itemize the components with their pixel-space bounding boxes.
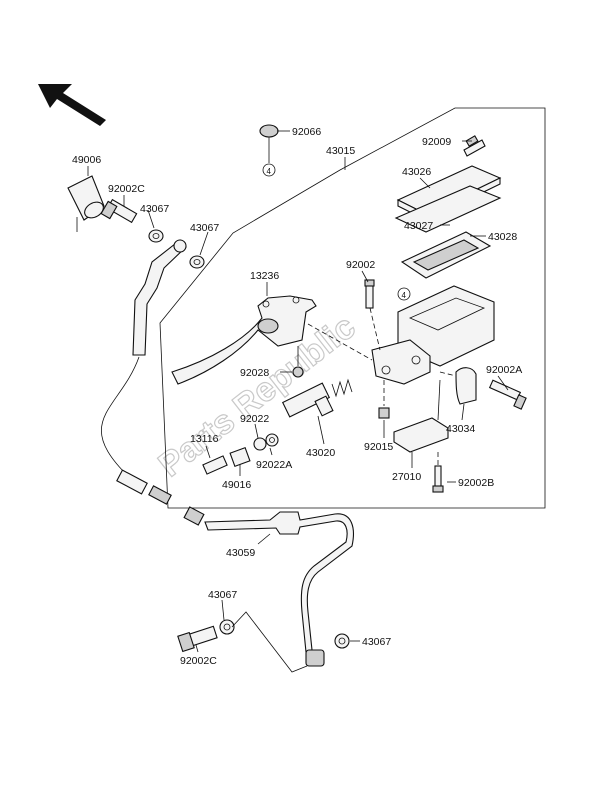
part-master-cylinder-body[interactable] bbox=[371, 285, 495, 385]
part-switch-27010[interactable] bbox=[393, 379, 449, 453]
part-clamp-43034[interactable] bbox=[439, 367, 477, 405]
label-43026: 43026 bbox=[402, 166, 431, 178]
part-washer-43067-c[interactable] bbox=[219, 619, 235, 635]
label-43015: 43015 bbox=[326, 145, 355, 157]
label-92022a: 92022A bbox=[256, 459, 292, 471]
label-92066: 92066 bbox=[292, 126, 321, 138]
label-92002: 92002 bbox=[346, 259, 375, 271]
part-clutch-lever-13236[interactable] bbox=[171, 295, 317, 385]
label-49006: 49006 bbox=[72, 154, 101, 166]
svg-text:4: 4 bbox=[267, 167, 272, 176]
part-diaphragm-43028[interactable] bbox=[400, 231, 492, 279]
part-piston-kit-43020[interactable] bbox=[281, 378, 353, 418]
label-92002c-bottom: 92002C bbox=[180, 655, 217, 667]
part-boot-49016[interactable] bbox=[229, 446, 251, 468]
label-92022: 92022 bbox=[240, 413, 269, 425]
part-clutch-hose-upper[interactable] bbox=[132, 239, 187, 356]
part-nut-92015[interactable] bbox=[378, 407, 390, 419]
label-92002b: 92002B bbox=[458, 477, 494, 489]
svg-text:4: 4 bbox=[402, 291, 407, 300]
label-43028: 43028 bbox=[488, 231, 517, 243]
part-cap-92066[interactable] bbox=[259, 124, 279, 138]
front-direction-arrow-icon bbox=[38, 84, 106, 126]
label-43067-c: 43067 bbox=[208, 589, 237, 601]
part-plate-43027[interactable] bbox=[394, 185, 502, 233]
label-43067-a: 43067 bbox=[140, 203, 169, 215]
label-43067-b: 43067 bbox=[190, 222, 219, 234]
label-13116: 13116 bbox=[190, 433, 219, 445]
label-92009: 92009 bbox=[422, 136, 451, 148]
label-43020: 43020 bbox=[306, 447, 335, 459]
part-seal-92022a[interactable] bbox=[265, 433, 279, 447]
label-43034: 43034 bbox=[446, 423, 475, 435]
label-49016: 49016 bbox=[222, 479, 251, 491]
part-washer-43067-b[interactable] bbox=[189, 255, 205, 269]
assembly-outline bbox=[159, 107, 546, 509]
part-ball-92028[interactable] bbox=[292, 366, 304, 378]
label-43059: 43059 bbox=[226, 547, 255, 559]
label-92028: 92028 bbox=[240, 367, 269, 379]
part-screw-92002b[interactable] bbox=[432, 465, 444, 493]
part-washer-43067-d[interactable] bbox=[334, 633, 350, 649]
part-circlip-92022[interactable] bbox=[253, 437, 267, 451]
part-washer-43067-a[interactable] bbox=[148, 229, 164, 243]
callout-marker-top: 4 bbox=[262, 163, 276, 177]
part-bolt-92002a[interactable] bbox=[488, 379, 527, 410]
part-banjo-bolt-92002c-top[interactable] bbox=[100, 198, 138, 224]
label-43027: 43027 bbox=[404, 220, 433, 232]
part-boot-49006[interactable] bbox=[67, 175, 106, 232]
part-number-labels: 49006 92002C 43067 43067 92066 43015 920… bbox=[72, 126, 522, 667]
part-screw-92009[interactable] bbox=[463, 135, 486, 157]
part-banjo-bolt-92002c-bottom[interactable] bbox=[177, 625, 218, 653]
callout-marker-body: 4 bbox=[397, 287, 411, 301]
leader-lines bbox=[87, 130, 509, 653]
label-92015: 92015 bbox=[364, 441, 393, 453]
part-clutch-pipe-43059[interactable] bbox=[204, 511, 354, 667]
label-92002c-top: 92002C bbox=[108, 183, 145, 195]
part-bolt-92002[interactable] bbox=[364, 279, 375, 309]
label-13236: 13236 bbox=[250, 270, 279, 282]
part-push-rod-13116[interactable] bbox=[202, 455, 228, 475]
label-27010: 27010 bbox=[392, 471, 421, 483]
part-clutch-hose-lower-fitting[interactable] bbox=[116, 469, 205, 526]
label-92002a: 92002A bbox=[486, 364, 522, 376]
label-43067-d: 43067 bbox=[362, 636, 391, 648]
